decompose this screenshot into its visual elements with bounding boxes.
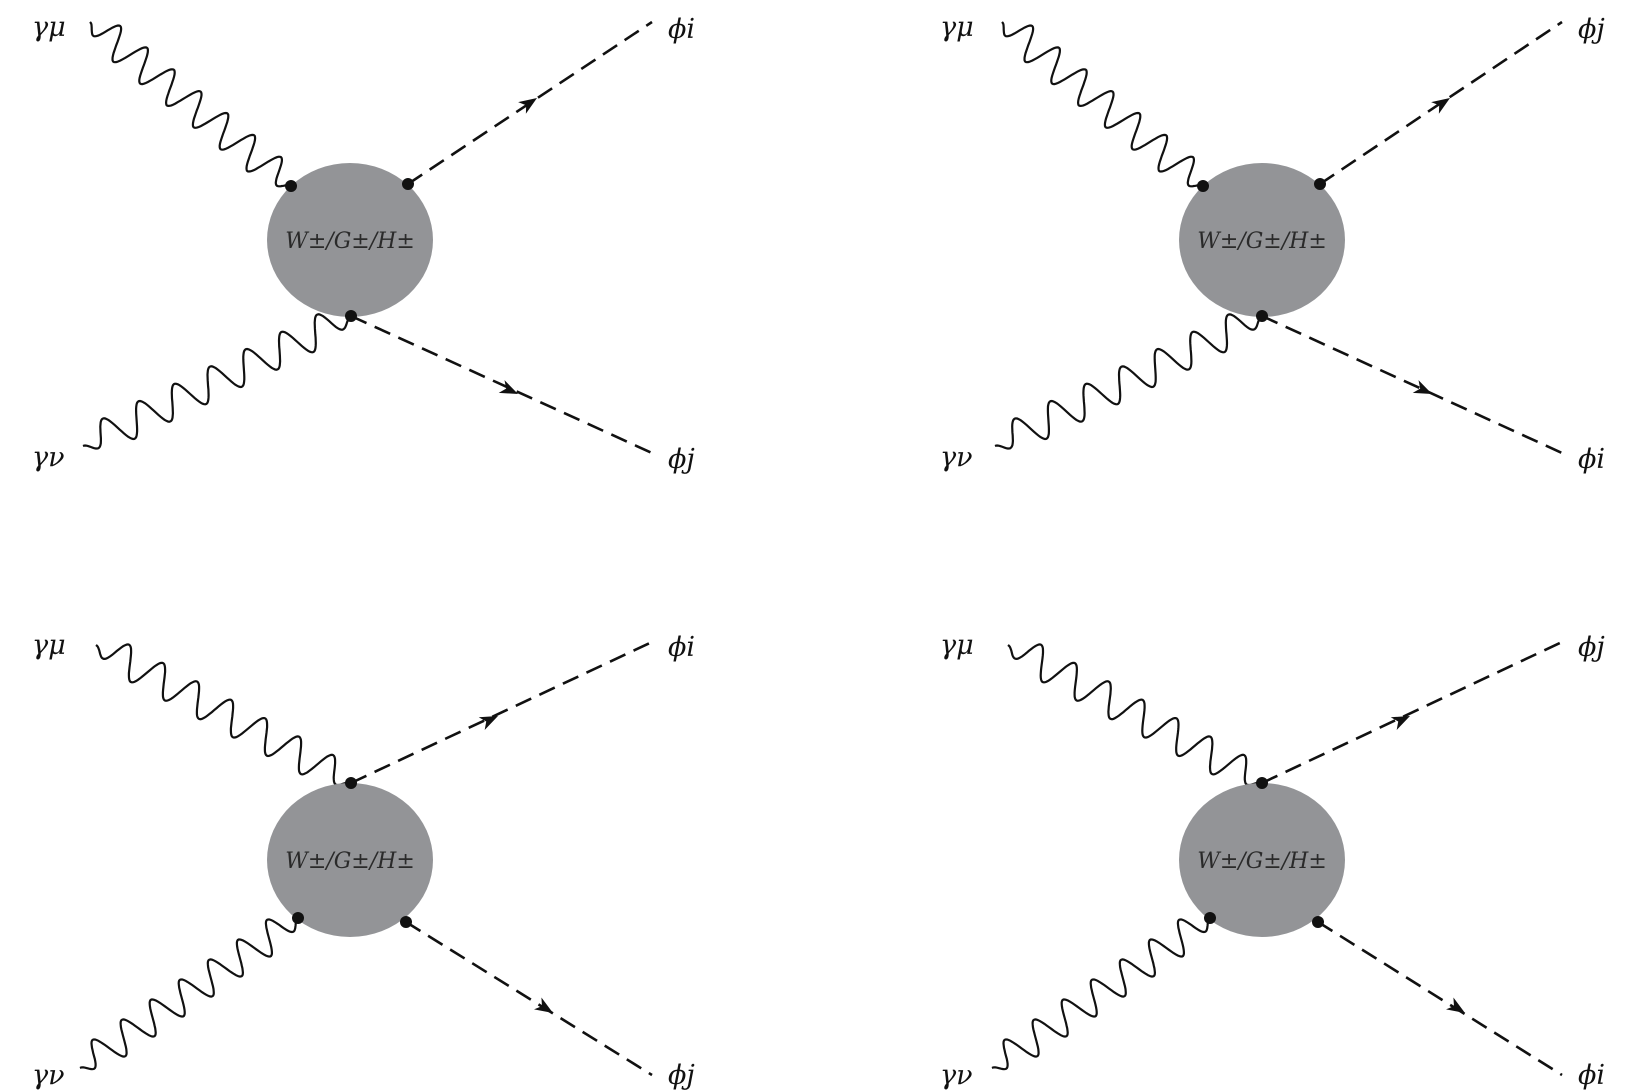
photon-line-top: [1007, 643, 1263, 787]
scalar-line-top: [350, 640, 653, 785]
photon-line-top: [95, 643, 352, 787]
scalar-line-bottom: [1261, 314, 1563, 455]
arrow-icon: [1431, 98, 1450, 114]
scalar-label-top: ϕi: [668, 632, 695, 663]
vertex-dot: [1204, 912, 1216, 924]
scalar-label-top: ϕj: [1578, 14, 1605, 45]
blob-label: W±/G±/H±: [1197, 849, 1327, 874]
vertex-dot: [285, 180, 297, 192]
scalar-label-bottom: ϕj: [668, 444, 695, 475]
photon-line-top: [89, 21, 292, 188]
photon-label-bottom: γν: [32, 442, 65, 473]
photon-line-top: [1001, 21, 1204, 188]
scalar-label-bottom: ϕi: [1578, 444, 1605, 475]
photon-label-bottom: γν: [32, 1060, 65, 1090]
vertex-dot: [1256, 777, 1268, 789]
scalar-line-top: [1261, 640, 1563, 785]
photon-line-bottom: [991, 917, 1211, 1071]
blob-label: W±/G±/H±: [285, 229, 415, 254]
vertex-dot: [402, 178, 414, 190]
vertex-dot: [292, 912, 304, 924]
arrow-icon: [518, 98, 537, 114]
photon-label-top: γμ: [940, 630, 974, 661]
vertex-dot: [345, 777, 357, 789]
photon-label-top: γμ: [32, 12, 66, 43]
photon-line-bottom: [79, 917, 299, 1071]
photon-line-bottom: [994, 313, 1263, 450]
scalar-line-bottom: [350, 314, 653, 455]
arrow-icon: [1412, 380, 1432, 394]
photon-label-bottom: γν: [940, 1060, 973, 1090]
vertex-dot: [1312, 916, 1324, 928]
loop-blob: [267, 783, 433, 937]
vertex-dot: [400, 916, 412, 928]
scalar-line-bottom: [1317, 920, 1563, 1077]
arrow-icon: [534, 997, 553, 1013]
diagram-1: W±/G±/H± γμ γν ϕi ϕj: [32, 12, 695, 475]
loop-blob: [267, 163, 433, 317]
scalar-label-bottom: ϕi: [1578, 1060, 1605, 1090]
loop-blob: [1179, 163, 1345, 317]
diagram-4: W±/G±/H± γμ γν ϕj ϕi: [940, 630, 1605, 1090]
vertex-dot: [1314, 178, 1326, 190]
blob-label: W±/G±/H±: [1197, 229, 1327, 254]
loop-blob: [1179, 783, 1345, 937]
vertex-dot: [1256, 310, 1268, 322]
diagram-2: W±/G±/H± γμ γν ϕj ϕi: [940, 12, 1605, 475]
arrow-icon: [1446, 997, 1465, 1013]
arrow-icon: [498, 380, 518, 394]
vertex-dot: [1197, 180, 1209, 192]
scalar-line-bottom: [405, 920, 653, 1077]
diagram-3: W±/G±/H± γμ γν ϕi ϕj: [32, 630, 695, 1090]
blob-label: W±/G±/H±: [285, 849, 415, 874]
scalar-label-bottom: ϕj: [668, 1060, 695, 1090]
photon-label-top: γμ: [940, 12, 974, 43]
arrow-icon: [1390, 716, 1410, 730]
vertex-dot: [345, 310, 357, 322]
photon-label-top: γμ: [32, 630, 66, 661]
photon-label-bottom: γν: [940, 442, 973, 473]
scalar-label-top: ϕj: [1578, 632, 1605, 663]
photon-line-bottom: [82, 313, 352, 450]
arrow-icon: [478, 716, 498, 730]
scalar-label-top: ϕi: [668, 14, 695, 45]
